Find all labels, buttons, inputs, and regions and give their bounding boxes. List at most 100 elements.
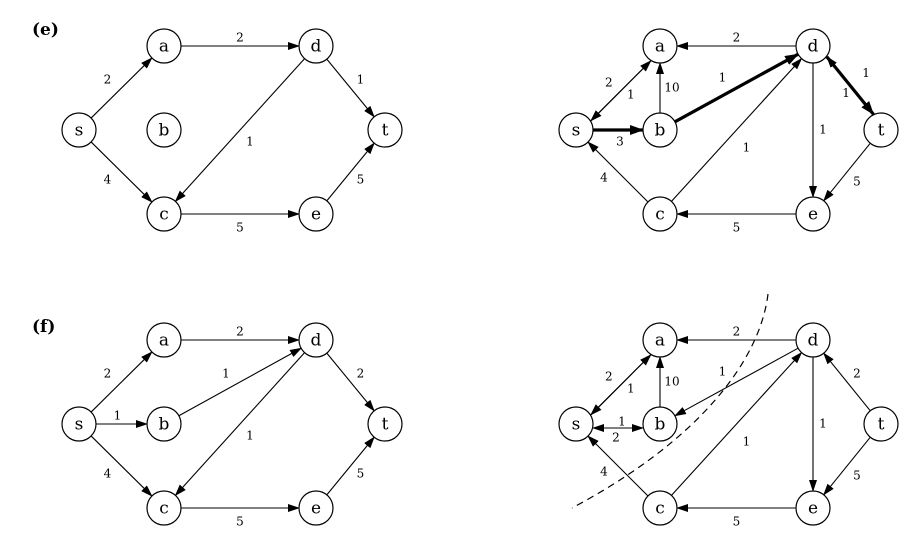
edge-label-e-residual-s-a: 1 <box>627 87 635 101</box>
node-e-flow-c <box>146 196 182 232</box>
edge-label-f-residual-b-a: 10 <box>664 375 679 389</box>
edge-label-e-flow-d-c: 1 <box>246 135 254 149</box>
edge-label-f-residual-d-b: 1 <box>719 365 727 379</box>
edge-e-flow-e-t <box>326 142 375 202</box>
edge-label-f-residual-c-s: 4 <box>600 465 608 479</box>
node-label-e-flow-b: b <box>159 121 170 141</box>
node-e-residual-e <box>795 196 831 232</box>
node-f-flow-e <box>298 490 334 526</box>
node-label-f-flow-a: a <box>159 331 169 351</box>
node-label-f-flow-s: s <box>75 415 84 435</box>
node-label-e-flow-t: t <box>382 121 389 141</box>
node-label-f-residual-s: s <box>572 415 581 435</box>
node-label-e-residual-d: d <box>808 37 819 57</box>
node-label-f-residual-d: d <box>808 331 819 351</box>
node-label-e-flow-e: e <box>311 205 321 225</box>
edge-label-f-residual-a-s: 2 <box>605 369 613 383</box>
edge-label-f-residual-t-d: 2 <box>853 367 861 381</box>
edge-f-residual-d-b <box>674 347 799 417</box>
edge-f-flow-e-t <box>326 436 375 496</box>
node-f-flow-d <box>298 322 334 358</box>
edge-label-f-flow-a-d: 2 <box>236 325 244 339</box>
edge-label-f-flow-d-t: 2 <box>357 367 365 381</box>
edge-label-f-residual-s-b: 2 <box>612 431 620 445</box>
edge-label-e-flow-s-a: 2 <box>104 73 112 87</box>
node-label-e-residual-s: s <box>572 121 581 141</box>
edge-label-f-flow-s-c: 4 <box>104 467 112 481</box>
node-e-flow-t <box>367 112 403 148</box>
node-label-e-residual-b: b <box>655 121 666 141</box>
node-f-flow-c <box>146 490 182 526</box>
node-f-residual-e <box>795 490 831 526</box>
node-e-flow-a <box>146 28 182 64</box>
node-label-e-flow-s: s <box>75 121 84 141</box>
edge-f-flow-s-a <box>90 351 153 413</box>
node-label-f-flow-d: d <box>311 331 322 351</box>
node-e-residual-b <box>642 112 678 148</box>
edge-e-residual-s-a <box>590 60 652 122</box>
edge-f-residual-c-s <box>587 435 649 497</box>
edge-label-e-residual-d-a: 2 <box>733 31 741 45</box>
node-e-flow-b <box>146 112 182 148</box>
edge-label-e-flow-s-c: 4 <box>104 173 112 187</box>
edge-label-e-residual-c-s: 4 <box>600 171 608 185</box>
node-label-f-residual-t: t <box>878 415 885 435</box>
edge-f-residual-t-e <box>823 436 871 496</box>
node-label-e-residual-a: a <box>655 37 665 57</box>
node-label-f-residual-e: e <box>808 499 818 519</box>
node-label-f-flow-b: b <box>159 415 170 435</box>
node-f-residual-s <box>558 406 594 442</box>
edge-label-e-residual-s-b: 3 <box>616 135 624 149</box>
edge-f-residual-t-d <box>823 352 871 412</box>
node-e-flow-d <box>298 28 334 64</box>
node-f-residual-d <box>795 322 831 358</box>
edge-f-residual-s-a <box>590 354 652 416</box>
edge-label-f-flow-s-b: 1 <box>114 409 122 423</box>
edge-label-e-flow-c-e: 5 <box>236 221 244 235</box>
edge-e-flow-s-c <box>90 141 153 203</box>
node-label-f-residual-b: b <box>655 415 666 435</box>
edge-label-f-flow-c-e: 5 <box>236 515 244 529</box>
edge-label-f-residual-b-s: 1 <box>618 415 626 429</box>
edge-label-f-residual-e-c: 5 <box>733 515 741 529</box>
node-label-f-flow-c: c <box>159 499 169 519</box>
node-f-flow-b <box>146 406 182 442</box>
edge-f-flow-d-t <box>326 352 375 412</box>
node-label-f-residual-a: a <box>655 331 665 351</box>
edge-e-residual-b-d <box>674 52 799 124</box>
node-e-residual-s <box>558 112 594 148</box>
edge-f-flow-s-c <box>90 435 153 497</box>
part-label-f: (f) <box>32 317 56 337</box>
edge-e-flow-d-c <box>174 58 306 203</box>
edge-label-f-residual-s-a: 1 <box>627 381 635 395</box>
edge-label-e-residual-c-d: 1 <box>743 141 751 155</box>
edge-e-residual-t-e <box>823 142 871 202</box>
node-f-flow-a <box>146 322 182 358</box>
edge-label-f-flow-b-d: 1 <box>222 367 230 381</box>
edge-label-e-flow-e-t: 5 <box>357 173 365 187</box>
node-label-e-residual-t: t <box>878 121 885 141</box>
edge-label-e-residual-a-s: 2 <box>605 75 613 89</box>
node-f-residual-b <box>642 406 678 442</box>
edge-label-f-flow-s-a: 2 <box>104 367 112 381</box>
edge-f-residual-c-d <box>671 351 803 496</box>
node-e-residual-a <box>642 28 678 64</box>
edge-e-flow-s-a <box>90 57 153 119</box>
node-label-f-residual-c: c <box>655 499 665 519</box>
node-f-flow-s <box>61 406 97 442</box>
node-e-flow-e <box>298 196 334 232</box>
edge-label-f-residual-d-e: 1 <box>819 417 827 431</box>
node-f-residual-t <box>863 406 899 442</box>
edge-label-f-residual-c-d: 1 <box>743 435 751 449</box>
edge-label-e-residual-e-c: 5 <box>733 221 741 235</box>
node-label-e-flow-c: c <box>159 205 169 225</box>
node-f-flow-t <box>367 406 403 442</box>
edge-label-f-flow-e-t: 5 <box>357 467 365 481</box>
edge-label-e-residual-d-t: 1 <box>862 66 870 80</box>
node-label-e-residual-c: c <box>655 205 665 225</box>
edge-label-e-residual-d-e: 1 <box>819 123 827 137</box>
edge-label-e-residual-t-d: 1 <box>842 86 850 100</box>
